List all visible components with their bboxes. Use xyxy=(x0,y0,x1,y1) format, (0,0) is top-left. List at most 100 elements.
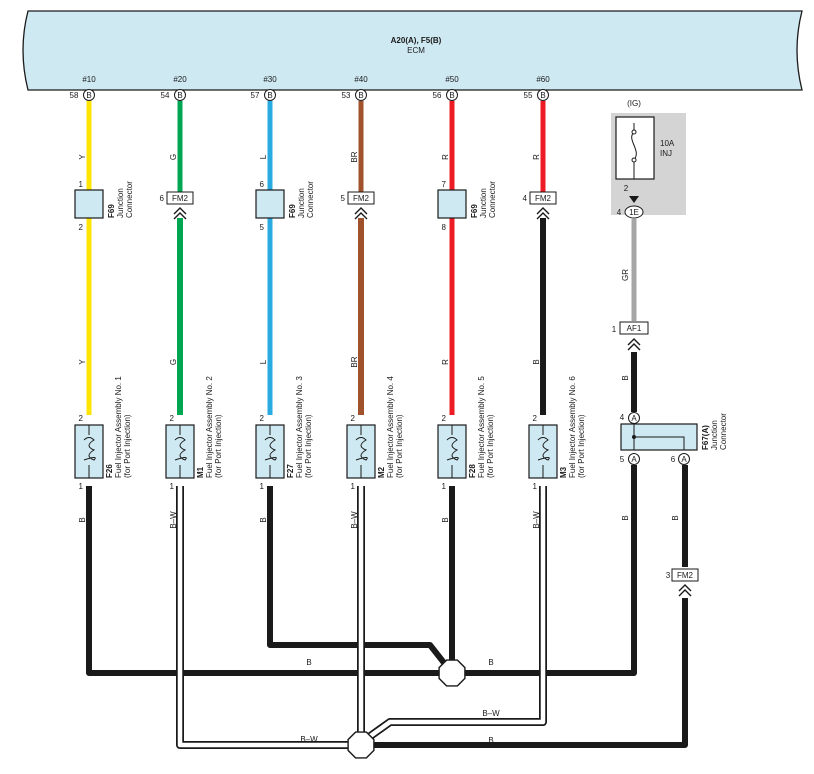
junction-connector-box xyxy=(255,189,285,219)
wire-label: R xyxy=(441,154,450,160)
bus-label-lower-right-top: B–W xyxy=(482,709,500,718)
junction-name: Junction xyxy=(479,188,488,218)
terminal-side: B xyxy=(358,91,363,100)
f67-name2: Connector xyxy=(719,413,728,450)
junction-code: F69 xyxy=(288,204,297,218)
af1-connector: 1 AF1 xyxy=(612,321,649,351)
terminal-circle xyxy=(537,89,549,101)
af1-box xyxy=(619,321,649,335)
ground-wire-bw xyxy=(176,486,349,749)
terminal-pin: 53 xyxy=(342,91,351,100)
injector-code: F27 xyxy=(286,464,295,478)
right-wire-labels: GR B B B xyxy=(621,269,680,521)
ecm-terminals: #10 58 B #20 54 B #30 57 B #40 53 B #50 … xyxy=(70,75,550,101)
injector-pin-bottom: 1 xyxy=(170,482,175,491)
wire-label-b: B xyxy=(621,375,630,380)
coil-icon xyxy=(537,425,550,478)
injector-pin-bottom: 1 xyxy=(79,482,84,491)
plug-box xyxy=(529,191,557,205)
wire-label: B xyxy=(532,359,541,364)
bus-label-lower-left: B–W xyxy=(300,735,318,744)
plug-box xyxy=(347,191,375,205)
terminal-id: #10 xyxy=(82,75,96,84)
coil-icon xyxy=(174,425,187,478)
terminal-pin: 54 xyxy=(161,91,170,100)
wire-label: B xyxy=(441,517,450,522)
wire-label: Y xyxy=(78,359,87,365)
fm2-return-box xyxy=(671,568,699,582)
injector-sub: (for Port Injection) xyxy=(577,414,586,478)
terminal-id: #30 xyxy=(263,75,277,84)
injector-pin-top: 2 xyxy=(351,414,356,423)
coil-icon xyxy=(83,425,96,478)
injector-name: Fuel Injector Assembly No. 4 xyxy=(386,376,395,478)
wire-label: B–W xyxy=(350,511,359,529)
junction-code: F69 xyxy=(107,204,116,218)
injector-sub: (for Port Injection) xyxy=(304,414,313,478)
terminal-side: B xyxy=(540,91,545,100)
ground-wire-b xyxy=(464,465,637,676)
junction-name2: Connector xyxy=(488,181,497,218)
injector-code: F26 xyxy=(105,464,114,478)
bus-labels: B B B–W B–W B xyxy=(300,658,500,745)
injector-pin-top: 2 xyxy=(260,414,265,423)
injector-sub: (for Port Injection) xyxy=(123,414,132,478)
injector-pin-bottom: 1 xyxy=(260,482,265,491)
ecm-terminal: #50 56 B xyxy=(433,75,459,101)
terminal-side: B xyxy=(449,91,454,100)
ecm-terminal: #10 58 B xyxy=(70,75,96,101)
ecm-code: A20(A), F5(B) xyxy=(391,36,442,45)
wire-label: Y xyxy=(78,154,87,160)
terminal-side: B xyxy=(86,91,91,100)
plug-code: FM2 xyxy=(172,194,189,203)
junction-name2: Connector xyxy=(306,181,315,218)
arrow-down-icon xyxy=(629,196,639,203)
terminal-id: #40 xyxy=(354,75,368,84)
terminal-id: #20 xyxy=(173,75,187,84)
junction-pin-out: 5 xyxy=(260,223,265,232)
ig-fuse: (IG) 10A INJ 2 4 1E xyxy=(615,99,675,219)
ground-wire-bw xyxy=(366,486,547,741)
f67-side-out2: A xyxy=(681,455,687,464)
chevron-up-icon xyxy=(678,584,692,597)
junction-name: Junction xyxy=(116,188,125,218)
f67-pin-in: 4 xyxy=(620,413,625,422)
injector-sub: (for Port Injection) xyxy=(395,414,404,478)
junction-code: F69 xyxy=(470,204,479,218)
terminal-id: #60 xyxy=(536,75,550,84)
ig-plug-1e xyxy=(624,205,644,219)
coil-icon xyxy=(355,425,368,478)
chevron-up-icon xyxy=(354,207,368,220)
injector-name: Fuel Injector Assembly No. 3 xyxy=(295,376,304,478)
ecm-terminal: #30 57 B xyxy=(251,75,277,101)
junction-pin-in: 6 xyxy=(260,180,265,189)
f67-side-out1: A xyxy=(631,455,637,464)
fm2-return-pin: 3 xyxy=(666,571,671,580)
injector-name: Fuel Injector Assembly No. 6 xyxy=(568,376,577,478)
plug-code: FM2 xyxy=(353,194,370,203)
wire-label: B xyxy=(259,517,268,522)
chevron-up-icon xyxy=(536,207,550,220)
wire-label-b: B xyxy=(621,515,630,520)
pin-circle xyxy=(678,453,690,465)
junction-pin-out: 8 xyxy=(442,223,447,232)
injector-code: M2 xyxy=(377,466,386,478)
af1-code: AF1 xyxy=(627,324,642,333)
f67-pin-out2: 6 xyxy=(671,455,676,464)
injector-name: Fuel Injector Assembly No. 2 xyxy=(205,376,214,478)
f67-name: Junction xyxy=(710,420,719,450)
ground-wire-b xyxy=(373,598,688,748)
injector-code: M3 xyxy=(559,466,568,478)
terminal-side: B xyxy=(267,91,272,100)
bus-label-lower-right: B xyxy=(488,736,493,745)
ecm-terminal: #60 55 B xyxy=(524,75,550,101)
injector-pin-bottom: 1 xyxy=(533,482,538,491)
junction-pin-in: 1 xyxy=(79,180,84,189)
wire-label: B–W xyxy=(169,511,178,529)
wire-label: L xyxy=(259,359,268,364)
